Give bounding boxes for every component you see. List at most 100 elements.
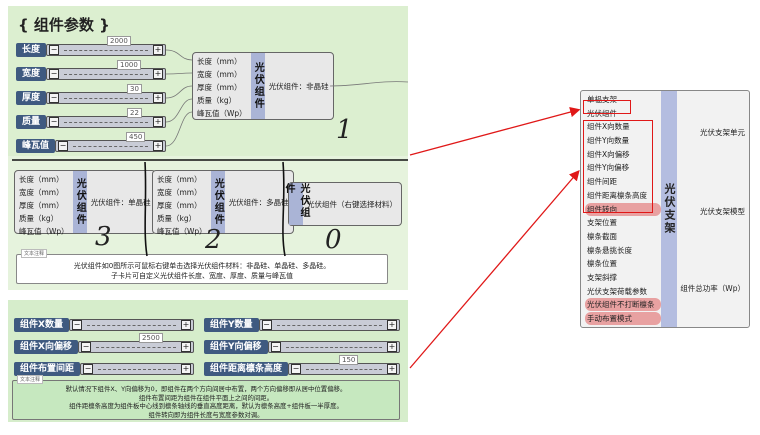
input-module-y-count[interactable]: 组件Y向数量: [587, 136, 630, 146]
input-manual-layout[interactable]: 手动布置模式: [585, 312, 661, 325]
input-width[interactable]: 宽度（mm）: [197, 70, 242, 79]
input-thickness[interactable]: 厚度（mm）: [157, 201, 202, 210]
input-mass[interactable]: 质量（kg）: [157, 214, 197, 223]
input-purlin-position[interactable]: 檩条位置: [587, 259, 617, 269]
input-module-spacing[interactable]: 组件间距: [587, 177, 617, 187]
input-module-y-offset[interactable]: 组件Y向偏移: [587, 163, 630, 173]
slider-rail[interactable]: [64, 121, 148, 123]
slider-module-x-offset[interactable]: 组件X向偏移 − + 2500: [14, 333, 194, 354]
input-support-position[interactable]: 支架位置: [587, 218, 617, 228]
minus-icon[interactable]: −: [80, 342, 91, 352]
note-header: 文本注释: [21, 249, 48, 258]
slider-value: 450: [126, 132, 146, 142]
slider-track: − + 30: [46, 84, 166, 104]
input-mass[interactable]: 质量（kg）: [197, 96, 237, 105]
plus-icon[interactable]: +: [153, 93, 163, 103]
input-support-brace[interactable]: 支架斜撑: [587, 272, 617, 282]
input-peak-watt[interactable]: 峰瓦值（Wp）: [197, 109, 247, 118]
input-length[interactable]: 长度（mm）: [157, 175, 202, 184]
pv-module-component-amorphous[interactable]: 长度（mm） 宽度（mm） 厚度（mm） 质量（kg） 峰瓦值（Wp） 光伏组件…: [192, 52, 334, 120]
plus-icon[interactable]: +: [153, 117, 163, 127]
slider-length[interactable]: 长度 − + 2000: [16, 36, 166, 57]
plus-icon[interactable]: +: [153, 45, 163, 55]
output-support-unit[interactable]: 光伏支架单元: [700, 128, 745, 137]
slider-rail[interactable]: [64, 73, 148, 75]
slider-module-y-offset[interactable]: 组件Y向偏移 − +: [204, 340, 400, 354]
slider-rail[interactable]: [64, 49, 148, 51]
plus-icon[interactable]: +: [153, 141, 163, 151]
input-no-break-purlin[interactable]: 光伏组件不打断檩条: [585, 298, 661, 312]
input-thickness[interactable]: 厚度（mm）: [19, 201, 64, 210]
note-line: 子卡片可自定义光伏组件长度、宽度、厚度、质量与峰瓦值: [111, 272, 293, 280]
component-output[interactable]: 光伏组件：非晶硅: [268, 81, 329, 91]
slider-rail[interactable]: [98, 368, 176, 370]
minus-icon[interactable]: −: [49, 117, 60, 127]
slider-rail[interactable]: [95, 346, 176, 348]
output-total-power[interactable]: 组件总功率（Wp）: [680, 284, 745, 293]
slider-track: − + 1000: [46, 60, 166, 80]
component-output[interactable]: 光伏组件：多晶硅: [228, 197, 289, 207]
slider-module-y-count[interactable]: 组件Y数量 − +: [204, 318, 400, 332]
pv-module-component-poly[interactable]: 长度（mm） 宽度（mm） 厚度（mm） 质量（kg） 峰瓦值（Wp） 光伏组件…: [152, 170, 294, 236]
text-note-bottom[interactable]: 文本注释 默认情况下组件X、Y向偏移为0，即组件在两个方向间居中布置，两个方向偏…: [12, 375, 400, 420]
input-single-frame[interactable]: 单榀支架: [587, 95, 617, 104]
plus-icon[interactable]: +: [153, 69, 163, 79]
minus-icon[interactable]: −: [49, 69, 60, 79]
slider-label: 宽度: [16, 67, 47, 81]
input-purlin-overhang[interactable]: 檩条悬挑长度: [587, 245, 632, 255]
slider-track: − + 2000: [46, 36, 166, 56]
slider-rail[interactable]: [276, 324, 382, 326]
slider-rail[interactable]: [64, 97, 148, 99]
minus-icon[interactable]: −: [83, 364, 94, 374]
slider-rail[interactable]: [285, 346, 382, 348]
component-output[interactable]: 光伏组件（右键选择材料）: [307, 199, 397, 209]
slider-value: 22: [127, 108, 142, 118]
plus-icon[interactable]: +: [181, 320, 191, 330]
minus-icon[interactable]: −: [261, 320, 272, 330]
input-module-x-offset[interactable]: 组件X向偏移: [587, 149, 630, 159]
input-length[interactable]: 长度（mm）: [197, 57, 242, 66]
input-module-purlin-height[interactable]: 组件距离檩条高度: [587, 190, 647, 200]
component-output[interactable]: 光伏组件：单晶硅: [90, 197, 151, 207]
plus-icon[interactable]: +: [387, 320, 397, 330]
slider-module-x-count[interactable]: 组件X数量 − +: [14, 318, 194, 332]
input-length[interactable]: 长度（mm）: [19, 175, 64, 184]
slider-rail[interactable]: [306, 368, 382, 370]
plus-icon[interactable]: +: [387, 342, 397, 352]
input-width[interactable]: 宽度（mm）: [19, 188, 64, 197]
plus-icon[interactable]: +: [181, 364, 191, 374]
minus-icon[interactable]: −: [291, 364, 302, 374]
input-thickness[interactable]: 厚度（mm）: [197, 83, 242, 92]
input-peak-watt[interactable]: 峰瓦值（Wp）: [19, 227, 69, 236]
minus-icon[interactable]: −: [270, 342, 281, 352]
minus-icon[interactable]: −: [49, 45, 60, 55]
input-purlin-section[interactable]: 檩条截面: [587, 231, 617, 241]
slider-mass[interactable]: 质量 − + 22: [16, 108, 166, 129]
note-body: 默认情况下组件X、Y向偏移为0，即组件在两个方向间居中布置，两个方向偏移即从居中…: [13, 381, 399, 425]
slider-thickness[interactable]: 厚度 − + 30: [16, 84, 166, 105]
pv-module-component-mono[interactable]: 长度（mm） 宽度（mm） 厚度（mm） 质量（kg） 峰瓦值（Wp） 光伏组件…: [14, 170, 156, 236]
output-support-model[interactable]: 光伏支架模型: [700, 207, 745, 216]
slider-value: 2000: [107, 36, 131, 46]
input-peak-watt[interactable]: 峰瓦值（Wp）: [157, 227, 207, 236]
slider-rail[interactable]: [86, 324, 176, 326]
slider-width[interactable]: 宽度 − + 1000: [16, 60, 166, 81]
plus-icon[interactable]: +: [181, 342, 191, 352]
slider-module-purlin-height[interactable]: 组件距离檩条高度 − + 150: [204, 355, 400, 376]
pv-module-component-selectable[interactable]: 光伏组件 光伏组件（右键选择材料）: [283, 182, 402, 226]
slider-value: 1000: [117, 60, 141, 70]
slider-module-spacing[interactable]: 组件布置间距 − +: [14, 362, 194, 376]
input-width[interactable]: 宽度（mm）: [157, 188, 202, 197]
minus-icon[interactable]: −: [71, 320, 82, 330]
slider-peak-watt[interactable]: 峰瓦值 − + 450: [16, 132, 166, 153]
input-module-x-count[interactable]: 组件X向数量: [587, 122, 630, 132]
text-note-mid[interactable]: 文本注释 光伏组件如0图所示可鼠标右键单击选择光伏组件材料：非晶硅、单晶硅、多晶…: [16, 249, 388, 287]
slider-rail[interactable]: [73, 145, 148, 147]
minus-icon[interactable]: −: [58, 141, 69, 151]
plus-icon[interactable]: +: [387, 364, 397, 374]
note-body: 光伏组件如0图所示可鼠标右键单击选择光伏组件材料：非晶硅、单晶硅、多晶硅。 子卡…: [17, 255, 387, 287]
minus-icon[interactable]: −: [49, 93, 60, 103]
input-support-load[interactable]: 光伏支架荷载参数: [587, 286, 647, 296]
input-mass[interactable]: 质量（kg）: [19, 214, 59, 223]
pv-support-component[interactable]: 单榀支架 光伏组件 组件X向数量 组件Y向数量 组件X向偏移 组件Y向偏移 组件…: [580, 90, 750, 328]
